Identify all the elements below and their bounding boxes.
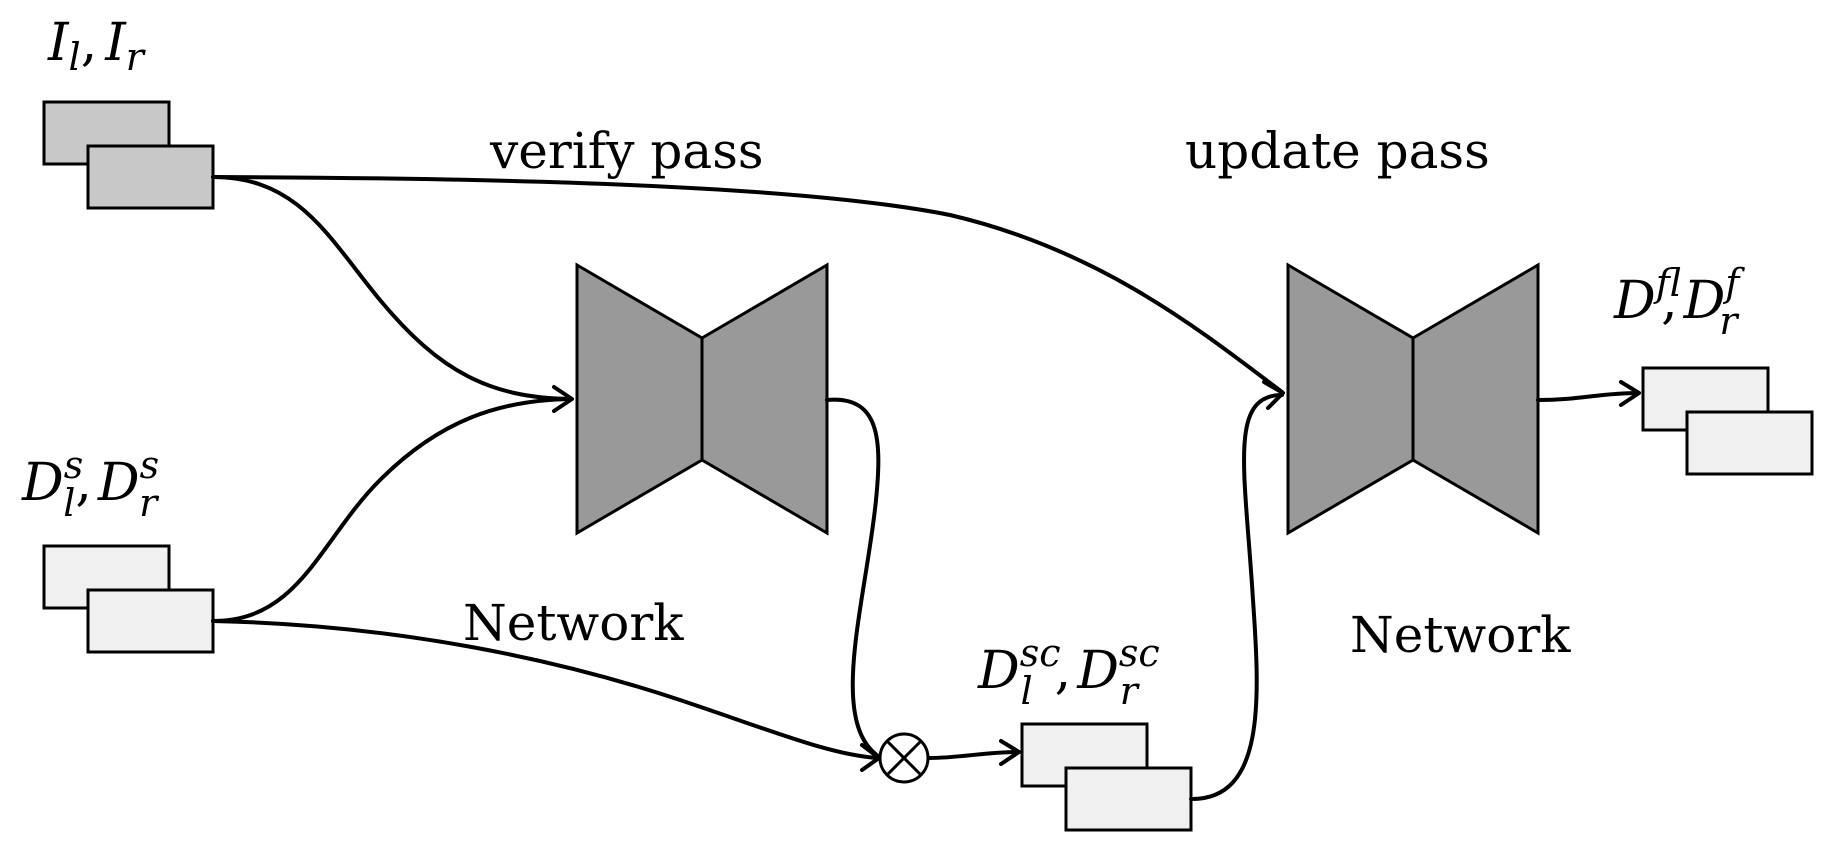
wire-verify-to-multiply xyxy=(825,397,881,758)
verify-pass-label: verify pass xyxy=(489,122,764,180)
image-tensor-right xyxy=(86,144,215,210)
network-update xyxy=(1286,262,1540,536)
wire-sc-to-update xyxy=(1189,393,1284,802)
wire-multiply-to-sc xyxy=(927,750,1020,760)
update-pass-label: update pass xyxy=(1185,122,1490,180)
network-verify-label: Network xyxy=(463,594,684,652)
label-final-disparity: Dfl,Dfr xyxy=(1613,261,1745,343)
arrow-into-output xyxy=(1619,380,1641,407)
arrow-into-multiply xyxy=(860,743,881,772)
label-images: Il,Ir xyxy=(47,13,147,79)
wire-images-to-update xyxy=(211,175,1284,394)
wire-update-to-output xyxy=(1536,391,1640,402)
sc-tensor-right xyxy=(1064,766,1193,832)
network-update-label: Network xyxy=(1350,606,1571,664)
circled-times-icon xyxy=(878,732,930,784)
arrow-into-verify xyxy=(552,385,574,413)
final-tensor-right xyxy=(1685,410,1814,476)
wire-sparse-to-verify xyxy=(211,397,573,623)
wire-sparse-to-multiply xyxy=(211,619,880,760)
sparse-tensor-right xyxy=(86,588,215,654)
arrow-into-update xyxy=(1262,380,1285,410)
network-verify xyxy=(575,262,829,536)
arrow-into-sc xyxy=(999,739,1021,766)
wire-images-to-verify xyxy=(211,175,573,401)
